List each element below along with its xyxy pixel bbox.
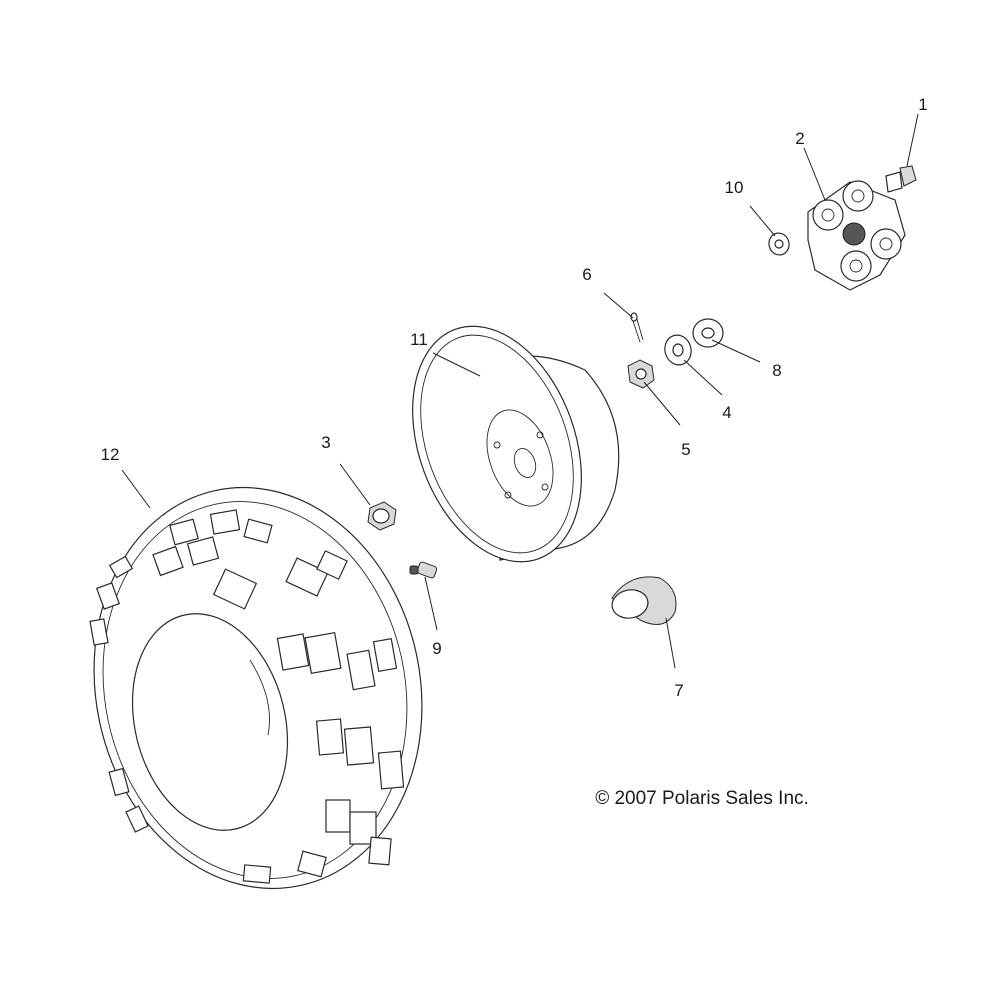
callout-2: 2 xyxy=(795,129,804,148)
lug-nut xyxy=(367,501,397,531)
castle-nut xyxy=(627,359,655,389)
callout-12: 12 xyxy=(101,445,120,464)
tire-tread xyxy=(89,509,405,884)
callout-3: 3 xyxy=(321,433,330,452)
cotter-pin xyxy=(630,312,644,343)
wheel-hub xyxy=(807,180,906,291)
leader-lines xyxy=(121,113,919,669)
callout-10: 10 xyxy=(725,178,744,197)
copyright-notice: © 2007 Polaris Sales Inc. xyxy=(595,788,809,809)
hub-cap xyxy=(611,576,677,625)
wheel-rim xyxy=(412,325,620,563)
callout-7: 7 xyxy=(674,681,683,700)
callout-labels: 1 2 3 4 5 6 7 8 9 10 11 12 xyxy=(101,95,928,700)
tire xyxy=(89,486,423,890)
washer-4 xyxy=(664,334,692,366)
callout-4: 4 xyxy=(722,403,731,422)
washer-10 xyxy=(768,232,790,256)
callout-8: 8 xyxy=(772,361,781,380)
valve-stem xyxy=(409,561,438,579)
callout-6: 6 xyxy=(582,265,591,284)
callout-1: 1 xyxy=(918,95,927,114)
callout-9: 9 xyxy=(432,639,441,658)
callout-5: 5 xyxy=(681,440,690,459)
washer-8 xyxy=(692,318,724,348)
callout-11: 11 xyxy=(410,330,428,349)
bolt xyxy=(885,165,917,193)
